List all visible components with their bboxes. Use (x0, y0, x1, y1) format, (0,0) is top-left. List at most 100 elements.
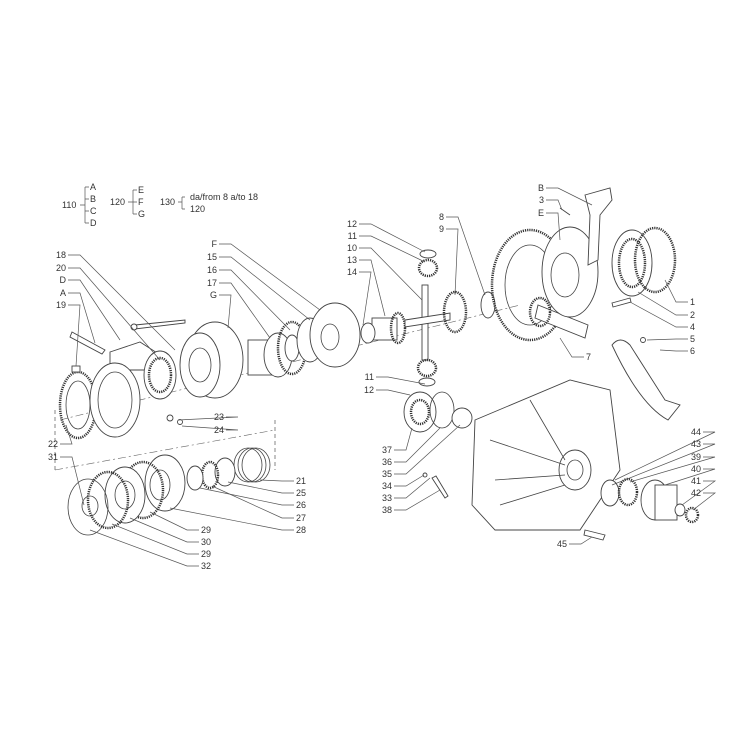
leader-line (219, 243, 321, 311)
leader-line (359, 247, 423, 301)
callout-label: 9 (439, 224, 444, 234)
legend-item: F (138, 197, 144, 207)
leader-line (227, 481, 294, 494)
legend-item: 120 (190, 204, 205, 214)
leader-line (68, 267, 161, 361)
spider-10 (404, 284, 451, 361)
bracket-B (584, 187, 613, 266)
callout-label: 6 (690, 346, 695, 356)
leader-line (219, 269, 291, 331)
sleeve-35 (451, 407, 473, 429)
leader-line (169, 507, 294, 531)
leader-line (181, 425, 239, 431)
case-E (541, 226, 599, 318)
o-ring-36 (429, 391, 455, 429)
callout-label: 19 (56, 300, 66, 310)
spring-21 (233, 447, 271, 483)
callout-label: 11 (348, 231, 357, 241)
leader-line (60, 456, 85, 506)
bearing-43 (600, 479, 620, 507)
callout-label: 32 (201, 561, 211, 571)
callout-label: 24 (214, 425, 224, 435)
piston-30 (104, 466, 146, 524)
legend-item: G (138, 209, 145, 219)
callout-label: 21 (296, 476, 306, 486)
carrier-G (179, 321, 244, 399)
side-gear-13 (371, 311, 407, 345)
legend-item: E (138, 185, 144, 195)
callout-label: 10 (347, 243, 357, 253)
callout-label: 23 (214, 412, 224, 422)
callout-label: 33 (382, 493, 392, 503)
callout-label: 44 (691, 427, 701, 437)
callout-label: 8 (439, 212, 444, 222)
bolt-19 (71, 365, 81, 373)
pinion-shaft-7 (528, 296, 589, 339)
leader-line (546, 187, 593, 206)
leader-line (646, 338, 688, 341)
callout-label: 45 (557, 539, 567, 549)
callout-label: 43 (691, 439, 701, 449)
callout-label: 29 (201, 549, 211, 559)
leader-line (219, 256, 311, 321)
callout-label: 14 (347, 267, 357, 277)
leader-line (111, 523, 199, 555)
callout-label: 16 (207, 265, 217, 275)
callout-label: 39 (691, 452, 701, 462)
callout-label: 38 (382, 505, 392, 515)
legend-item: B (90, 194, 96, 204)
leader-line (629, 456, 716, 483)
washer-25 (214, 457, 236, 487)
callout-label: 12 (364, 385, 374, 395)
legend-code: 120 (110, 197, 125, 207)
screw-23 (166, 414, 183, 425)
callout-label: B (538, 183, 544, 193)
leader-line (149, 511, 199, 531)
legend-110: 110 A B C D (62, 182, 97, 228)
leader-line (546, 199, 563, 211)
leader-line (219, 294, 232, 329)
leader-line (359, 235, 426, 263)
seal-39 (617, 477, 639, 507)
leader-line (394, 427, 413, 451)
callout-label: 4 (690, 322, 695, 332)
legend-item: A (90, 182, 96, 192)
leader-line (177, 416, 239, 421)
callout-label: 11 (365, 372, 374, 382)
assembly-axis (59, 304, 521, 421)
callout-label: 26 (296, 500, 306, 510)
leader-line (664, 279, 688, 303)
callout-label: 7 (586, 352, 591, 362)
callout-label: A (60, 288, 66, 298)
callout-label: 36 (382, 457, 392, 467)
leader-line (259, 479, 294, 482)
snap-ring-32 (67, 478, 109, 536)
leader-line (394, 489, 441, 511)
leader-line (659, 349, 688, 352)
callout-label: 1 (690, 297, 695, 307)
assembly-axis-lower (54, 429, 276, 471)
legend-code: 110 (62, 200, 76, 210)
leader-line (394, 474, 425, 487)
differential-housing-F (309, 302, 361, 368)
nut-42 (684, 506, 700, 524)
bearing-20 (143, 350, 177, 400)
leader-line (664, 468, 716, 486)
bearing-37 (403, 391, 437, 433)
pinion-11-bottom (416, 358, 438, 387)
legend-item: D (90, 218, 97, 228)
callout-label: G (210, 290, 217, 300)
callout-label: 42 (691, 488, 701, 498)
washer-26 (186, 465, 204, 491)
callout-label: 27 (296, 513, 306, 523)
callout-label: 41 (691, 476, 701, 486)
ring-1 (633, 226, 677, 294)
callout-label: 34 (382, 481, 392, 491)
washer-14 (360, 322, 376, 344)
leader-line (376, 389, 411, 396)
callout-label: 35 (382, 469, 392, 479)
leader-line (68, 254, 176, 351)
leader-line (637, 291, 688, 316)
leader-line (68, 292, 96, 344)
